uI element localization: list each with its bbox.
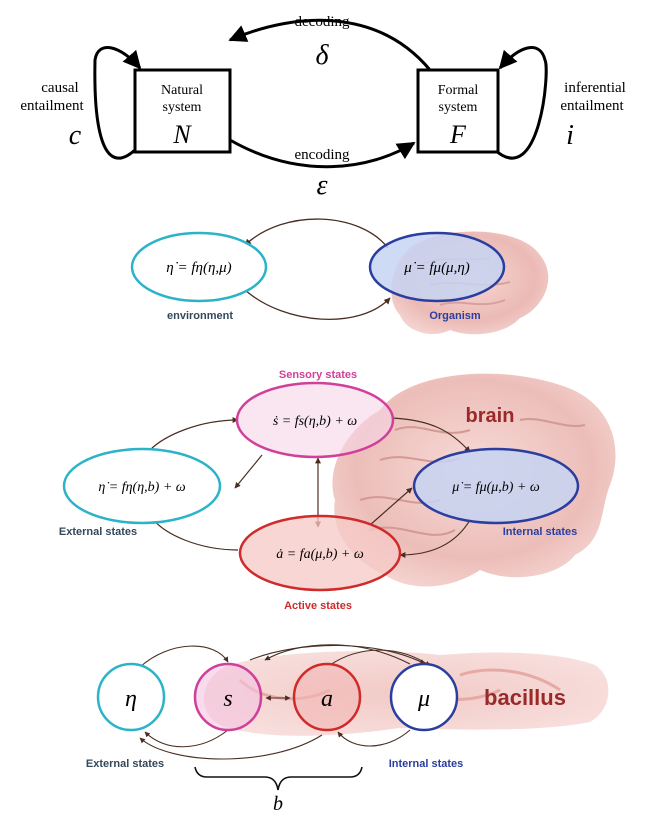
internal-to-active-arrow <box>399 519 471 558</box>
inferential-label-line1: inferential <box>564 80 626 96</box>
formal-symbol: F <box>449 120 467 149</box>
causal-loop-arrow <box>93 46 142 160</box>
organism-label: Organism <box>429 310 481 322</box>
sensory-states-label: Sensory states <box>279 369 357 381</box>
formal-box-line1: Formal <box>438 83 479 98</box>
env-to-org-arrow-top <box>244 218 389 249</box>
panel-2-environment-organism: η̇ = fη(η,μ) μ̇ = fμ(μ,η) environment Or… <box>130 218 549 335</box>
active-equation: ȧ = fa(μ,b) + ω <box>276 547 364 562</box>
formal-system-box <box>416 68 500 154</box>
bacillus-label: bacillus <box>484 685 566 710</box>
internal-states-label-bottom: Internal states <box>389 758 464 770</box>
natural-box-line1: Natural <box>161 83 203 98</box>
natural-box-line2: system <box>163 100 202 115</box>
environment-label: environment <box>167 310 233 322</box>
panel-4-bacillus: η s a μ bacillus External states Interna… <box>86 644 609 815</box>
a-to-eta-arrow <box>139 734 323 760</box>
mu-to-s-arrow <box>264 644 411 665</box>
external-equation: η̇ = fη(η,b) + ω <box>98 480 185 495</box>
brain-label: brain <box>466 405 515 427</box>
internal-equation: μ̇ = fμ(μ,b) + ω <box>451 480 540 495</box>
a-to-mu-arrow <box>329 649 431 667</box>
internal-states-label: Internal states <box>503 526 578 538</box>
mu-circle <box>389 662 459 732</box>
active-ellipse <box>238 514 402 592</box>
s-to-eta-arrow <box>144 729 229 748</box>
encoding-arrow <box>229 138 416 169</box>
external-ellipse <box>62 447 222 525</box>
active-to-external-arrow <box>151 517 239 551</box>
organism-ellipse <box>368 231 506 303</box>
sensory-equation: ṡ = fs(η,b) + ω <box>273 414 357 429</box>
decoding-label: decoding <box>295 14 350 30</box>
causal-label-line2: entailment <box>20 98 84 114</box>
inferential-label-line2: entailment <box>560 98 624 114</box>
sensory-external-bidirectional <box>234 454 263 489</box>
a-symbol: a <box>321 686 333 712</box>
a-circle <box>292 662 362 732</box>
causal-label-line1: causal <box>41 80 78 96</box>
encoding-symbol: ε <box>316 170 327 201</box>
inferential-loop-arrow <box>494 46 548 160</box>
s-circle <box>193 662 263 732</box>
environment-ellipse <box>130 231 268 303</box>
b-symbol: b <box>273 793 283 815</box>
eta-symbol: η <box>125 686 137 712</box>
environment-equation: η̇ = fη(η,μ) <box>166 260 231 276</box>
organism-equation: μ̇ = fμ(μ,η) <box>403 260 470 276</box>
internal-active-bidirectional <box>369 487 413 526</box>
org-to-env-arrow-bottom <box>244 289 391 320</box>
sensory-ellipse <box>235 381 395 459</box>
external-states-label: External states <box>59 526 137 538</box>
external-states-label-bottom: External states <box>86 758 164 770</box>
internal-ellipse <box>412 447 580 525</box>
active-states-label: Active states <box>284 600 352 612</box>
blanket-brace <box>194 766 363 791</box>
eta-circle <box>96 662 166 732</box>
causal-symbol: c <box>69 120 82 151</box>
decoding-arrow <box>228 18 432 71</box>
mu-to-a-arrow <box>337 729 411 747</box>
natural-symbol: N <box>172 120 192 149</box>
sensory-to-internal-arrow <box>391 417 471 453</box>
mu-symbol: μ <box>417 686 430 712</box>
eta-to-s-arrow <box>139 645 229 668</box>
inferential-symbol: i <box>566 120 574 151</box>
external-to-sensory-arrow <box>149 417 239 451</box>
s-symbol: s <box>223 686 232 712</box>
panel-3-markov-blanket-brain: ṡ = fs(η,b) + ω η̇ = fη(η,b) + ω μ̇ = fμ… <box>59 369 616 612</box>
panel-1-modelling-relation: Natural system N Formal system F decodin… <box>20 14 625 201</box>
formal-box-line2: system <box>439 100 478 115</box>
decoding-symbol: δ <box>315 40 329 71</box>
encoding-label: encoding <box>295 147 350 163</box>
natural-system-box <box>133 68 232 154</box>
